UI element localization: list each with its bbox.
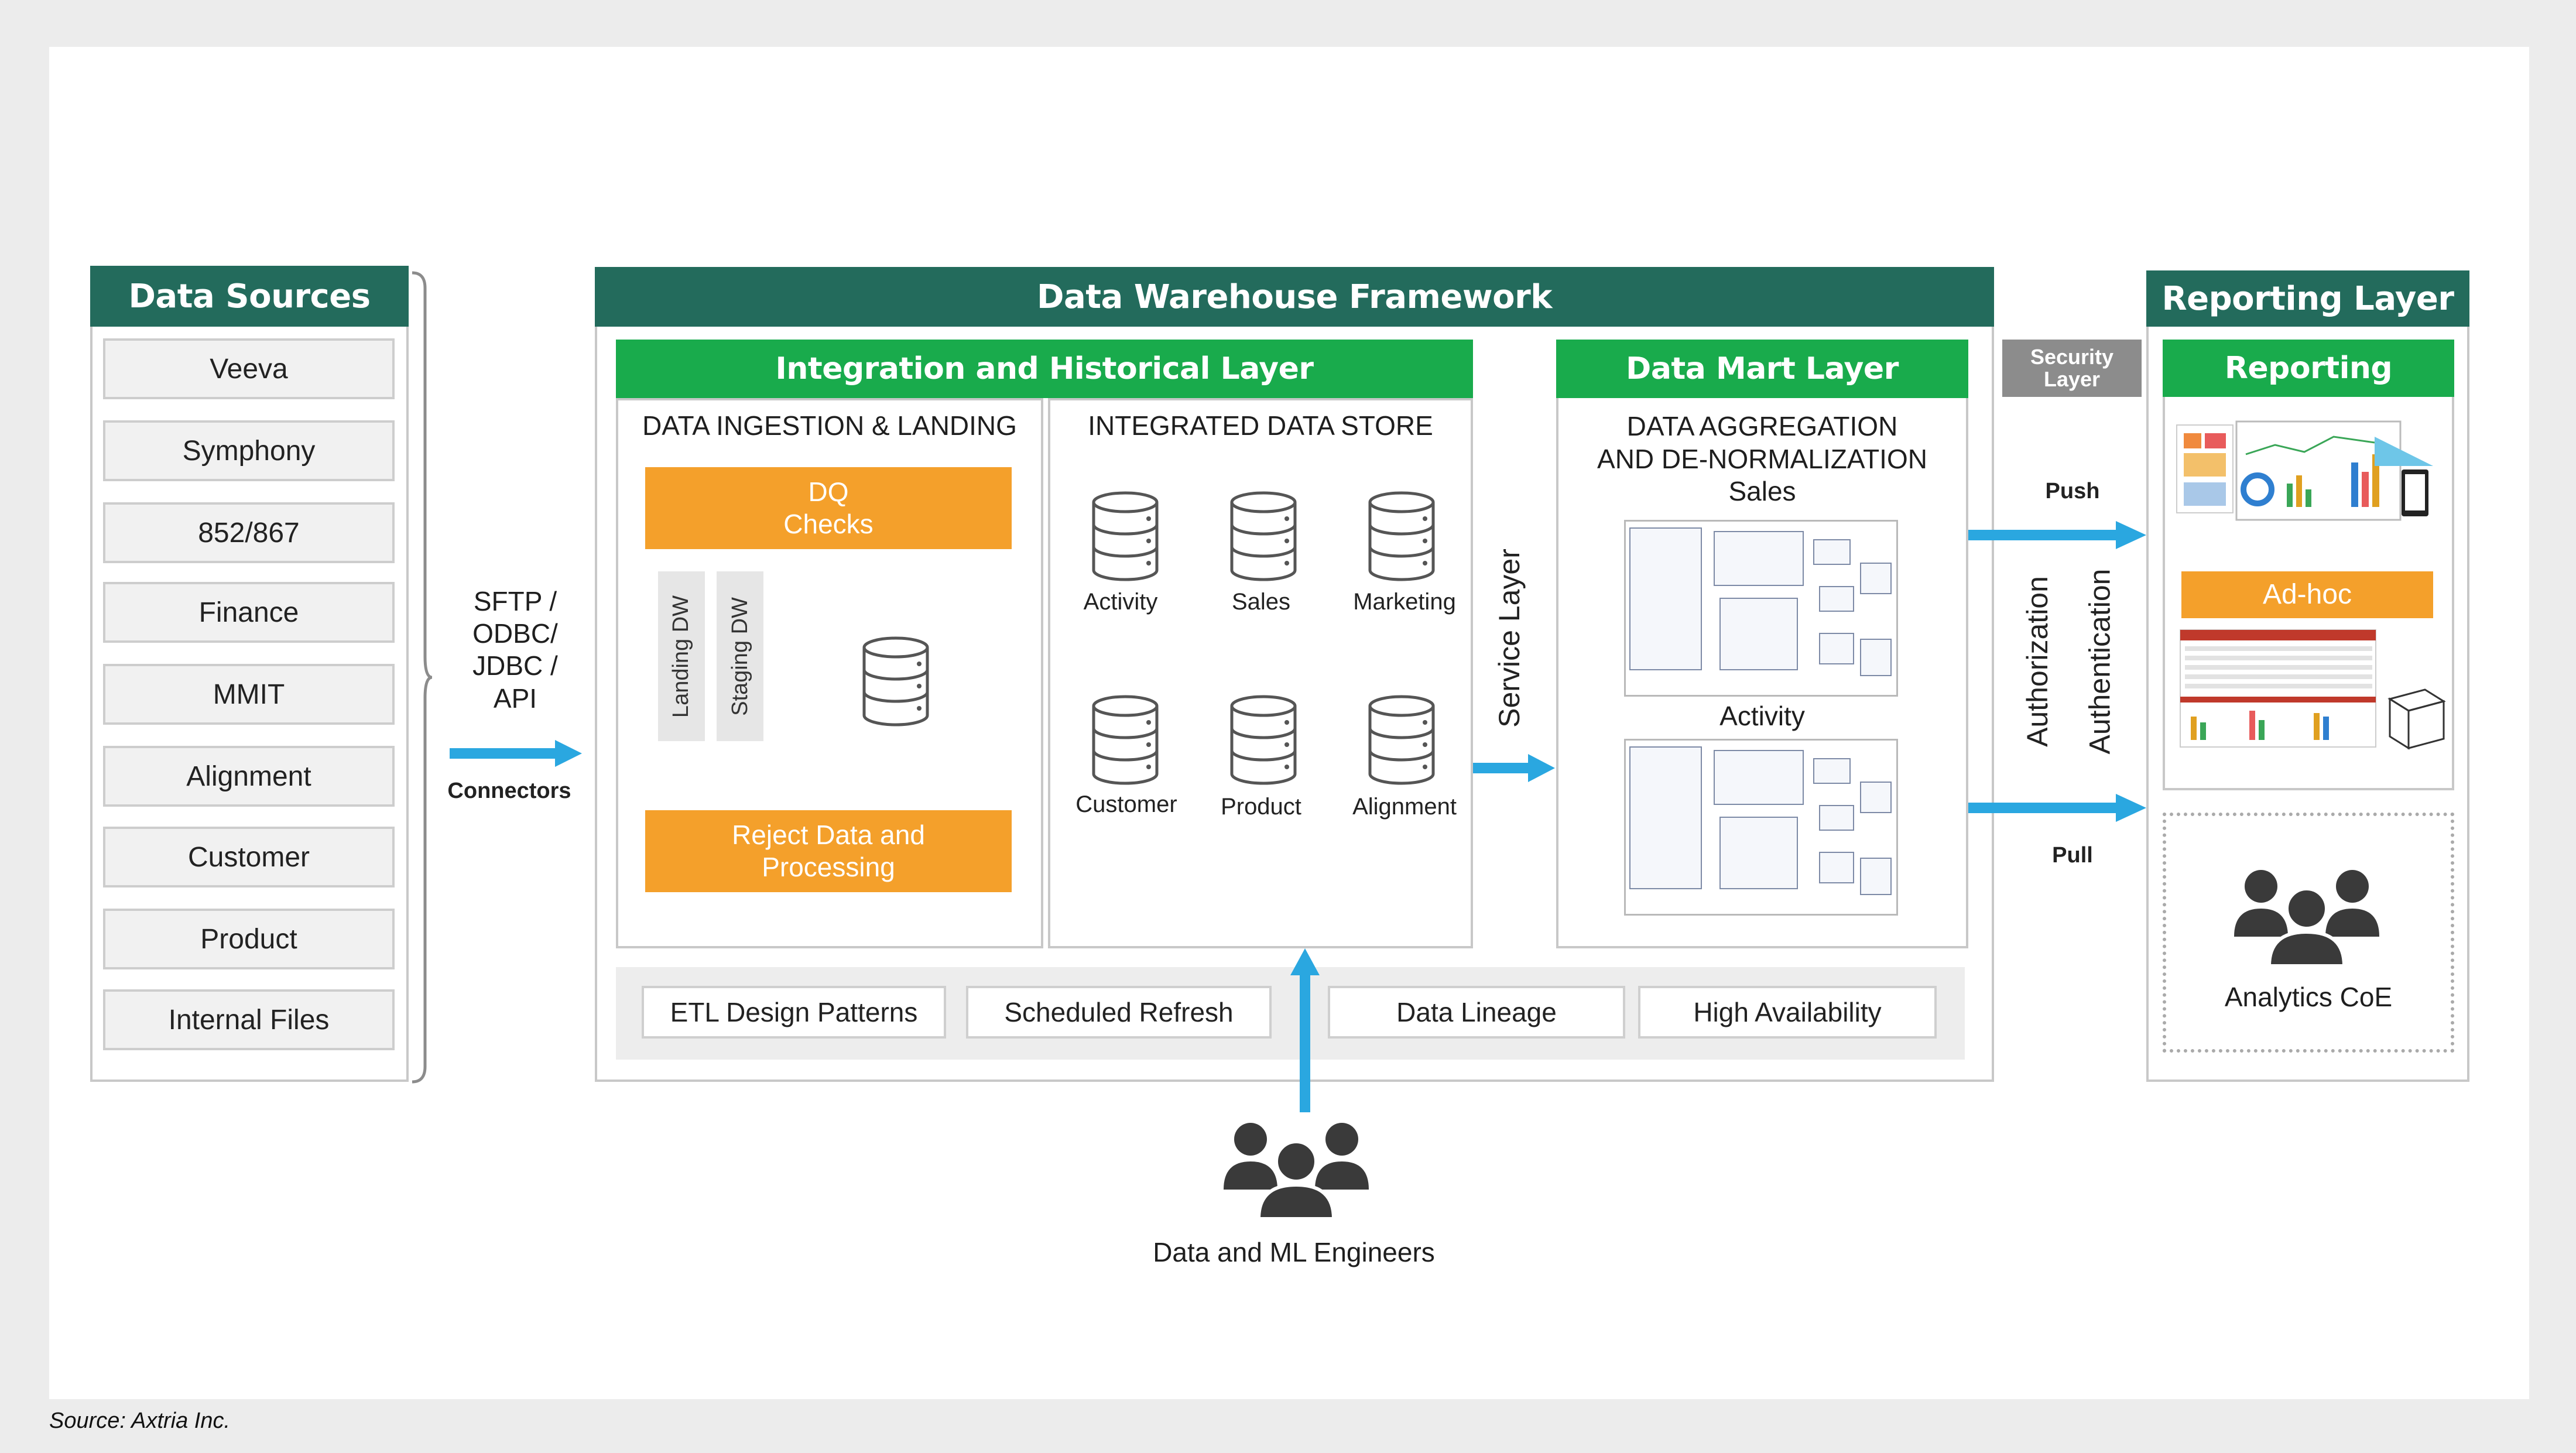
staging-dw-label: Staging DW bbox=[727, 597, 752, 716]
engineers-label: Data and ML Engineers bbox=[1153, 1237, 1435, 1267]
analytics-coe-panel bbox=[2163, 813, 2454, 1053]
feature-item: High Availability bbox=[1638, 986, 1937, 1039]
service-arrow bbox=[1473, 754, 1555, 782]
adhoc-box: Ad-hoc bbox=[2181, 571, 2433, 618]
feature-item: ETL Design Patterns bbox=[642, 986, 946, 1039]
data-mart-subtitle: DATA AGGREGATION AND DE-NORMALIZATION bbox=[1597, 411, 1927, 475]
service-layer-label: Service Layer bbox=[1493, 549, 1526, 728]
security-layer-box: Security Layer bbox=[2002, 340, 2142, 397]
source-item: Symphony bbox=[103, 420, 395, 481]
dq-checks-box: DQ Checks bbox=[645, 467, 1012, 549]
people-icon bbox=[1224, 1123, 1369, 1219]
source-item: 852/867 bbox=[103, 502, 395, 563]
brace-icon bbox=[412, 271, 433, 1084]
reporting-layer-title: Reporting Layer bbox=[2146, 270, 2469, 327]
push-arrow bbox=[1968, 521, 2146, 549]
dashboard-thumbnail bbox=[2176, 420, 2433, 521]
er-diagram-thumbnail bbox=[1624, 739, 1898, 916]
service-layer-label-wrap: Service Layer bbox=[1486, 515, 1533, 761]
ingestion-title: DATA INGESTION & LANDING bbox=[642, 410, 1017, 441]
store-label: Sales bbox=[1231, 589, 1291, 615]
store-label: Activity bbox=[1083, 589, 1158, 615]
database-icon bbox=[1368, 695, 1435, 785]
pull-label: Pull bbox=[2052, 843, 2093, 868]
pull-arrow bbox=[1968, 794, 2146, 822]
database-icon bbox=[1092, 491, 1159, 581]
people-icon bbox=[2234, 870, 2379, 966]
authentication-label: Authentication bbox=[2083, 568, 2116, 755]
store-label: Marketing bbox=[1353, 589, 1456, 615]
reject-data-box: Reject Data and Processing bbox=[645, 810, 1012, 892]
store-label: Customer bbox=[1075, 791, 1177, 817]
engineers-arrow bbox=[1290, 948, 1320, 1112]
feature-item: Data Lineage bbox=[1328, 986, 1625, 1039]
source-item: Finance bbox=[103, 582, 395, 643]
source-item: Product bbox=[103, 909, 395, 969]
database-icon bbox=[1230, 491, 1297, 581]
authorization-label: Authorization bbox=[2021, 576, 2054, 747]
store-label: Product bbox=[1221, 794, 1301, 820]
database-icon bbox=[1092, 695, 1159, 785]
er-diagram-thumbnail bbox=[1624, 520, 1898, 697]
landing-dw-label: Landing DW bbox=[669, 595, 694, 718]
sales-label: Sales bbox=[1728, 476, 1796, 506]
connector-arrow bbox=[450, 740, 582, 767]
security-layer-label: Security Layer bbox=[2030, 345, 2114, 391]
authorization-wrap: Authorization bbox=[2014, 527, 2061, 796]
integration-layer-title: Integration and Historical Layer bbox=[616, 340, 1473, 398]
source-note: Source: Axtria Inc. bbox=[49, 1409, 231, 1433]
database-icon bbox=[862, 636, 929, 726]
feature-item: Scheduled Refresh bbox=[966, 986, 1272, 1039]
source-item: Customer bbox=[103, 827, 395, 887]
connectors-label: Connectors bbox=[447, 779, 571, 803]
cube-icon bbox=[2387, 688, 2446, 750]
analytics-coe-label: Analytics CoE bbox=[2224, 982, 2393, 1012]
store-label: Alignment bbox=[1352, 794, 1457, 820]
integrated-store-panel bbox=[1048, 398, 1473, 948]
reporting-title: Reporting bbox=[2163, 340, 2454, 397]
database-icon bbox=[1230, 695, 1297, 785]
authentication-wrap: Authentication bbox=[2076, 527, 2123, 796]
spreadsheet-thumbnail bbox=[2180, 629, 2446, 750]
push-label: Push bbox=[2045, 479, 2100, 503]
staging-dw-bar: Staging DW bbox=[717, 571, 763, 741]
landing-dw-bar: Landing DW bbox=[658, 571, 705, 741]
source-item: MMIT bbox=[103, 664, 395, 725]
source-item: Internal Files bbox=[103, 989, 395, 1050]
source-item: Veeva bbox=[103, 338, 395, 399]
source-item: Alignment bbox=[103, 746, 395, 807]
framework-title: Data Warehouse Framework bbox=[595, 267, 1994, 327]
connector-protocols: SFTP / ODBC/ JDBC / API bbox=[472, 586, 558, 714]
integrated-store-title: INTEGRATED DATA STORE bbox=[1088, 410, 1433, 441]
data-mart-title: Data Mart Layer bbox=[1556, 340, 1968, 398]
data-sources-title: Data Sources bbox=[90, 266, 409, 327]
database-icon bbox=[1368, 491, 1435, 581]
activity-label: Activity bbox=[1719, 701, 1805, 731]
